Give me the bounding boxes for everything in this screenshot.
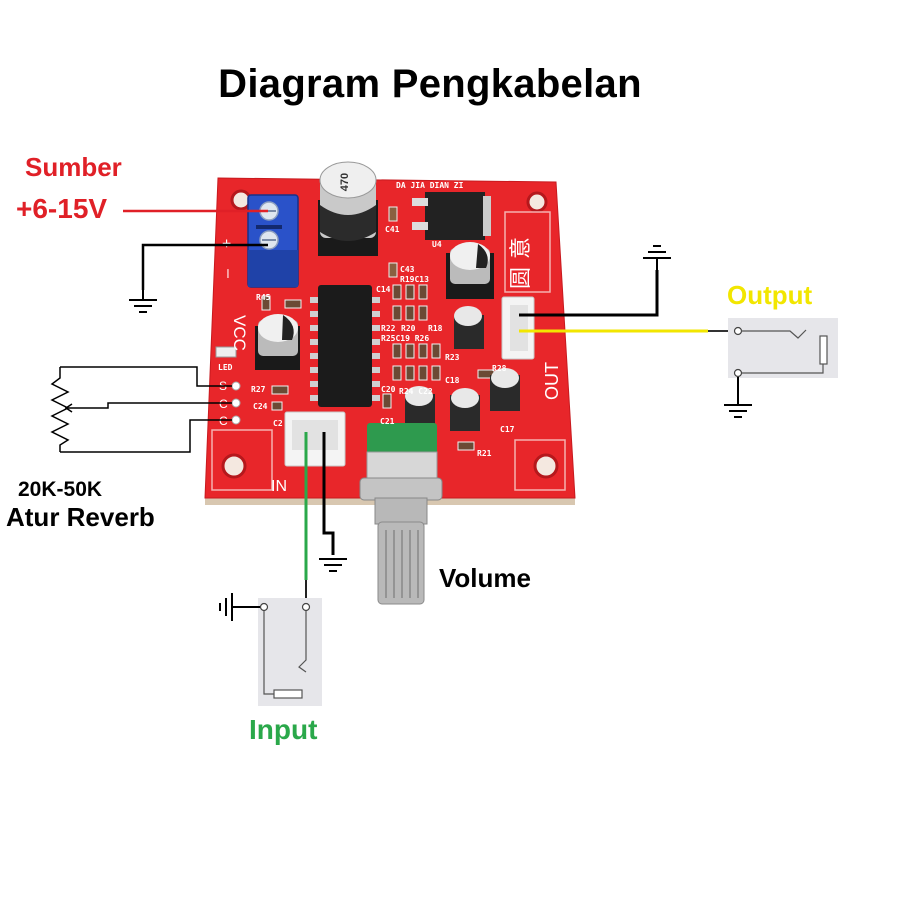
silk-r25c19r26: R25C19 R26 <box>381 334 429 343</box>
silk-r19c13: R19C13 <box>400 275 429 284</box>
silk-r23: R23 <box>445 353 460 362</box>
silk-led: LED <box>218 363 233 372</box>
silk-c41: C41 <box>385 225 400 234</box>
output-ground-wire <box>519 270 659 317</box>
terminal-minus-label: – <box>219 269 236 278</box>
silk-chinese-2: 圆 <box>508 267 533 289</box>
power-voltage-label: +6-15V <box>16 193 108 224</box>
ground-icon <box>129 290 157 313</box>
ground-icon <box>319 558 347 572</box>
silk-c17: C17 <box>500 425 515 434</box>
output-jack-symbol <box>728 318 838 405</box>
silk-r27: R27 <box>251 385 266 394</box>
silk-u4: U4 <box>432 240 442 249</box>
in-label: IN <box>271 478 287 495</box>
smd-c43 <box>388 262 398 278</box>
silk-r21: R21 <box>477 449 492 458</box>
silk-r28: R28 <box>492 364 507 373</box>
silk-c18: C18 <box>445 376 460 385</box>
power-terminal-block <box>247 194 299 288</box>
reverb-potentiometer-symbol <box>50 366 232 453</box>
reverb-pad <box>231 381 241 391</box>
vcc-label: VCC <box>230 315 249 351</box>
volume-potentiometer <box>359 423 443 605</box>
silk-c24: C24 <box>253 402 268 411</box>
page-title: Diagram Pengkabelan <box>218 62 642 106</box>
capacitor-47uf-left <box>255 314 300 370</box>
smd-c41 <box>388 206 398 222</box>
smd-resistor-grid <box>261 284 495 451</box>
volume-label: Volume <box>439 563 531 593</box>
power-source-label: Sumber <box>25 152 122 182</box>
output-connector <box>501 296 535 360</box>
output-label: Output <box>727 280 813 310</box>
reverb-value-label: 20K-50K <box>18 478 103 501</box>
reverb-pad <box>231 398 241 408</box>
silk-c14: C14 <box>376 285 391 294</box>
mounting-hole <box>221 453 247 479</box>
silk-r45: R45 <box>256 293 271 302</box>
ground-icon <box>643 245 671 270</box>
capacitor-small-group <box>405 306 520 431</box>
ic-chip <box>310 285 380 407</box>
silk-outline <box>514 439 566 491</box>
silk-r20: R20 <box>401 324 416 333</box>
mounting-hole <box>533 453 559 479</box>
led <box>215 346 237 358</box>
mounting-hole <box>526 191 548 213</box>
silk-c43: C43 <box>400 265 415 274</box>
power-ground-wire <box>141 243 268 290</box>
silk-c2: C2 <box>273 419 283 428</box>
capacitor-470uf <box>318 161 378 256</box>
silk-maker: DA JIA DIAN ZI <box>396 181 464 190</box>
silk-chinese-1: 意 <box>508 237 533 259</box>
input-jack-symbol <box>232 598 322 706</box>
ground-icon <box>219 593 233 621</box>
input-label: Input <box>249 714 318 745</box>
ground-icon <box>724 404 752 418</box>
silk-outline <box>504 211 551 293</box>
reverb-pin-c1: C <box>219 397 228 411</box>
silk-outline <box>211 429 273 491</box>
silk-r22: R22 <box>381 324 396 333</box>
reverb-pad <box>231 415 241 425</box>
cap-470-label: 470 <box>339 173 351 191</box>
reverb-pin-c2: C <box>219 414 228 428</box>
terminal-plus-label: + <box>219 239 236 248</box>
capacitor-47uf-right <box>446 242 494 299</box>
input-connector <box>284 411 346 467</box>
input-ground-wire <box>322 432 335 555</box>
silk-r24c22: R24 C22 <box>399 387 433 396</box>
regulator-u4 <box>412 192 491 240</box>
silk-c21: C21 <box>380 417 395 426</box>
silk-c20: C20 <box>381 385 396 394</box>
reverb-name-label: Atur Reverb <box>6 502 155 532</box>
silk-r18: R18 <box>428 324 443 333</box>
out-label: OUT <box>542 362 562 400</box>
